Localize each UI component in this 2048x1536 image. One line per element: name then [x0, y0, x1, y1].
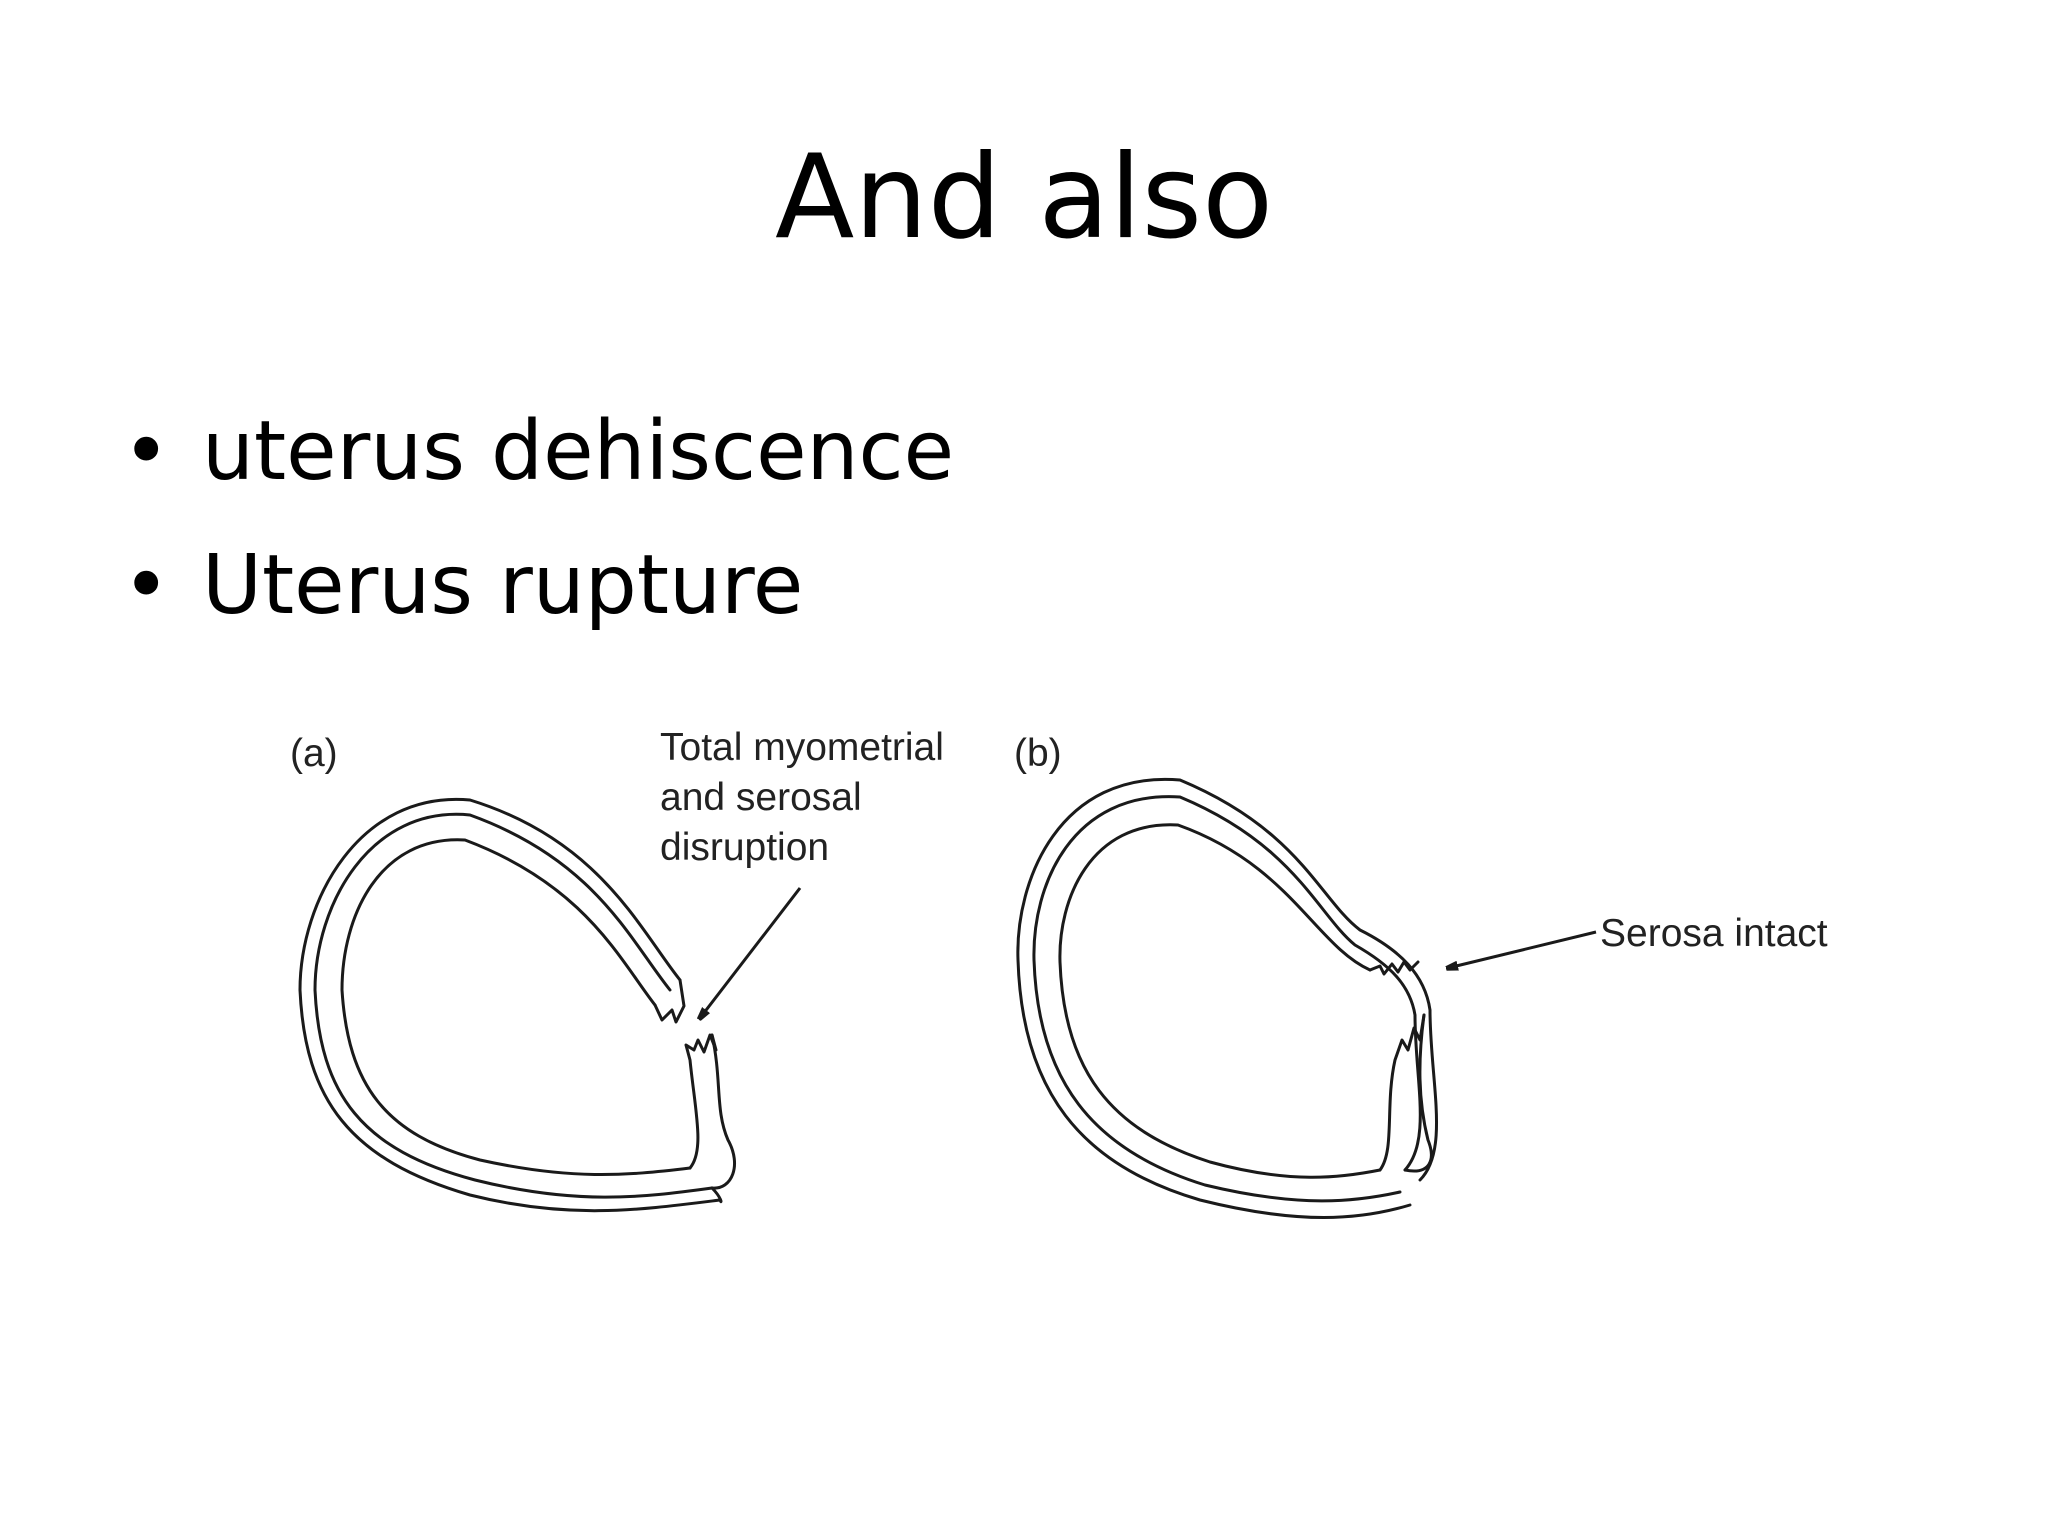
bullet-text: Uterus rupture	[202, 538, 804, 633]
panel-b-lower-inner	[1403, 1013, 1433, 1173]
bullet-dot-icon: •	[122, 404, 171, 499]
panel-b-muscle-tear	[1368, 960, 1420, 976]
panel-a-label: (a)	[290, 732, 338, 775]
panel-a-annotation-line-2: and serosal	[660, 776, 862, 819]
panel-a-arrow-icon	[700, 887, 802, 1018]
panel-a-cervix	[710, 1186, 723, 1204]
slide-title: And also	[774, 130, 1274, 265]
panel-a-muscle-outer	[313, 812, 714, 1199]
bullet-text: uterus dehiscence	[202, 404, 955, 499]
bullet-item: • Uterus rupture	[122, 519, 954, 653]
panel-b-serosa	[1016, 777, 1439, 1219]
bullet-item: • uterus dehiscence	[122, 385, 954, 519]
panel-b-cavity	[1058, 823, 1382, 1179]
panel-a-outer-wall	[298, 797, 722, 1213]
panel-b-drawing	[1016, 777, 1439, 1219]
panel-b-arrow-icon	[1448, 930, 1597, 968]
panel-b-lower-segment	[1378, 1013, 1426, 1172]
panel-a-annotation-line-1: Total myometrial	[660, 726, 944, 769]
panel-a-cavity	[340, 838, 692, 1177]
panel-a-lower-outer	[710, 1033, 737, 1190]
panel-b-annotation: Serosa intact	[1600, 912, 1828, 955]
panel-a-annotation-line-3: disruption	[660, 826, 829, 869]
panel-a-lower-segment	[684, 1033, 718, 1170]
panel-b-muscle-outer	[1032, 795, 1422, 1203]
bullet-dot-icon: •	[122, 538, 171, 633]
panel-a-upper-tear	[653, 978, 686, 1024]
panel-b-label: (b)	[1014, 732, 1062, 775]
bullet-list: • uterus dehiscence • Uterus rupture	[122, 385, 954, 653]
panel-a-drawing	[298, 797, 737, 1213]
